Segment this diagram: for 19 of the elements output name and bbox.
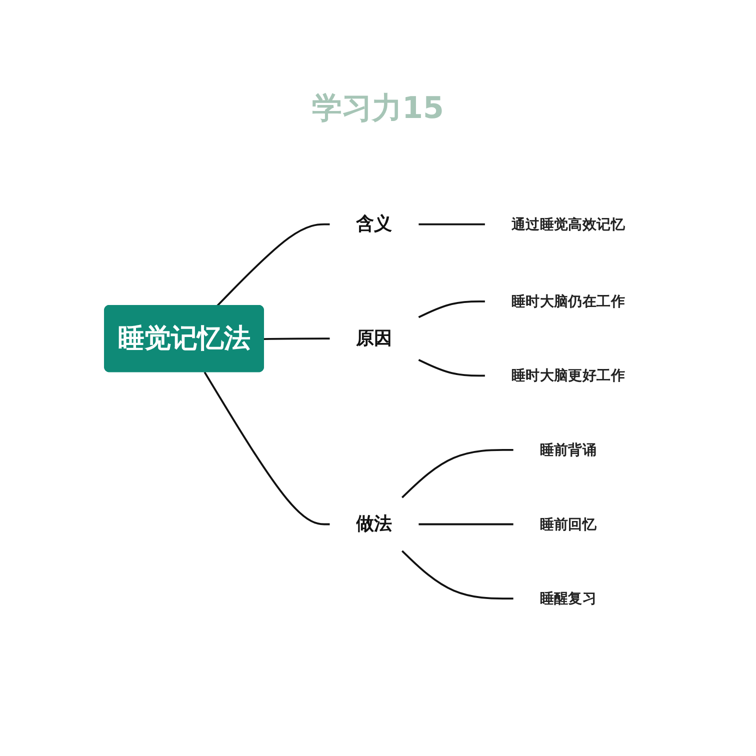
node-text: 通过睡觉高效记忆: [511, 216, 625, 233]
connector: [216, 223, 330, 307]
connector: [401, 550, 514, 600]
node-text: 做法: [356, 514, 392, 534]
connector: [418, 223, 485, 226]
connector: [401, 449, 514, 498]
node-text: 原因: [356, 328, 392, 349]
node-text: 睡醒复习: [540, 590, 597, 607]
node-text: 睡前回忆: [540, 516, 597, 533]
node-text: 含义: [356, 214, 392, 234]
connector: [418, 359, 485, 377]
connector: [264, 338, 330, 340]
connector: [418, 300, 485, 318]
connector: [204, 372, 330, 526]
title: 学习力15: [312, 90, 444, 128]
connector: [418, 523, 514, 526]
node-text: 睡时大脑仍在工作: [511, 292, 625, 310]
node-text: 睡前背诵: [540, 441, 597, 458]
node-text: 睡时大脑更好工作: [511, 366, 625, 384]
